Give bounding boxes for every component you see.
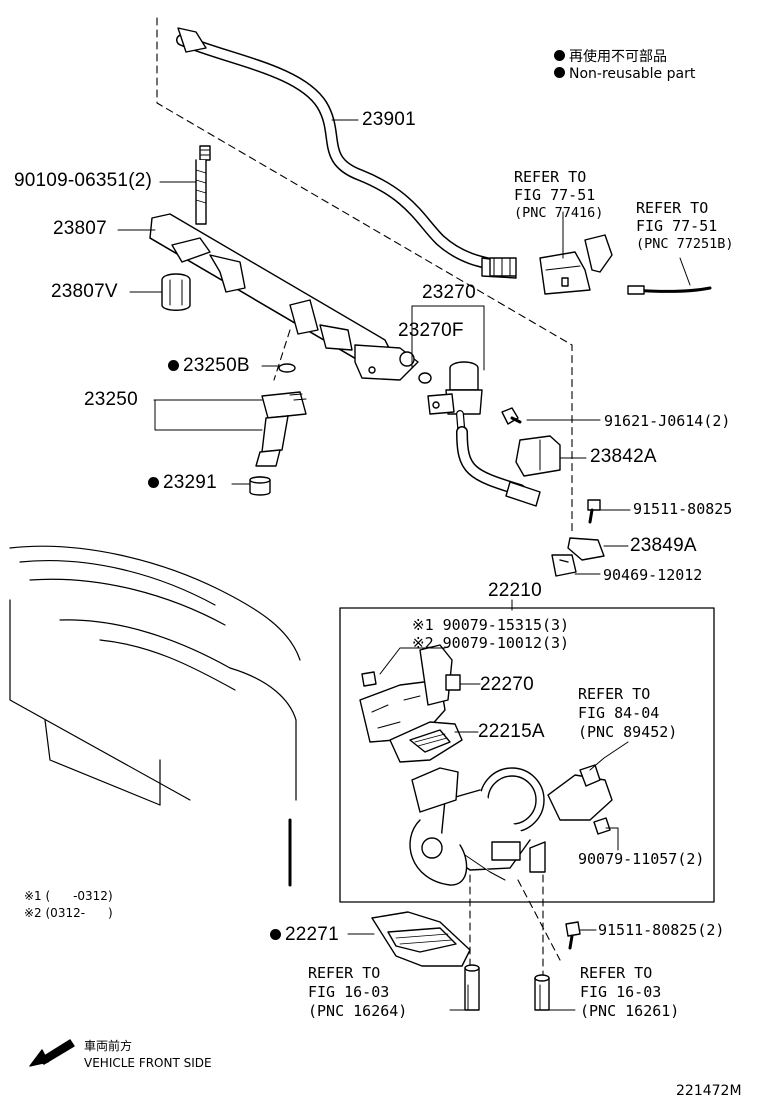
regulator-o-ring (418, 372, 432, 384)
label-22271: 22271 (270, 924, 339, 946)
label-23250b: 23250B (168, 355, 250, 377)
regulator-hose (456, 426, 541, 507)
throttle-body (409, 767, 546, 886)
label-alt-part-2: ※2 90079-10012(3) (412, 634, 570, 652)
label-23270: 23270 (422, 282, 476, 303)
label-90079-11057: 90079-11057(2) (578, 850, 705, 868)
fuel-injector (255, 391, 307, 467)
label-23842a: 23842A (590, 446, 657, 467)
front-side-en: VEHICLE FRONT SIDE (84, 1056, 212, 1070)
label-91621: 91621-J0614(2) (604, 412, 731, 430)
label-22270: 22270 (480, 674, 534, 695)
grommet (161, 273, 191, 311)
bullet-icon (554, 50, 565, 61)
bullet-icon (554, 67, 565, 78)
label-23807: 23807 (53, 218, 107, 239)
throttle-bolt (565, 921, 581, 950)
injector-o-ring (278, 363, 296, 373)
label-23807v: 23807V (51, 281, 118, 302)
front-arrow-icon (29, 1039, 75, 1067)
label-alt-part-1: ※1 90079-15315(3) (412, 616, 570, 634)
note-1: ※1 ( -0312) (24, 889, 113, 903)
throttle-position-sensor (547, 764, 613, 821)
label-91511-a: 91511-80825 (633, 500, 733, 518)
front-side-jp: 車両前方 (84, 1039, 133, 1053)
label-23849a: 23849A (630, 535, 697, 556)
non-reusable-icon (168, 360, 179, 371)
pressure-regulator (427, 361, 483, 442)
label-90109: 90109-06351(2) (14, 170, 153, 191)
gasket-22215a (389, 721, 463, 763)
note-2: ※2 (0312- ) (24, 906, 113, 920)
engine-outline (9, 545, 301, 887)
figure-id: 221472M (676, 1083, 742, 1099)
label-22210: 22210 (488, 580, 542, 601)
non-reusable-icon (270, 929, 281, 940)
label-22215a: 22215A (478, 721, 545, 742)
sensor-screw (593, 817, 611, 835)
bolt-91621 (501, 407, 522, 425)
bracket-23842a (515, 435, 561, 477)
leader-lines (117, 119, 691, 1011)
bolt-91511 (587, 499, 601, 524)
legend-jp: 再使用不可部品 (554, 46, 667, 66)
dashed-outline (156, 17, 573, 981)
fuel-hose (176, 27, 517, 279)
vsv-assembly (539, 234, 613, 295)
non-reusable-icon (148, 477, 159, 488)
stud-bolt (195, 145, 211, 225)
label-90469: 90469-12012 (603, 566, 703, 584)
coolant-pipes (464, 964, 550, 1011)
label-91511-b: 91511-80825(2) (598, 921, 725, 939)
bracket-23849a (567, 537, 605, 561)
injector-insulator (249, 476, 271, 496)
label-23901: 23901 (362, 109, 416, 130)
label-23250: 23250 (84, 389, 138, 410)
throttle-body-frame (339, 607, 715, 903)
fuel-rail (149, 213, 419, 381)
clip-90469 (551, 554, 577, 577)
label-23270f: 23270F (398, 320, 464, 341)
iac-screw (361, 671, 377, 687)
vacuum-hose (627, 285, 712, 295)
label-23291: 23291 (148, 472, 217, 494)
gasket-22271 (371, 911, 471, 967)
legend-en: Non-reusable part (554, 66, 695, 82)
